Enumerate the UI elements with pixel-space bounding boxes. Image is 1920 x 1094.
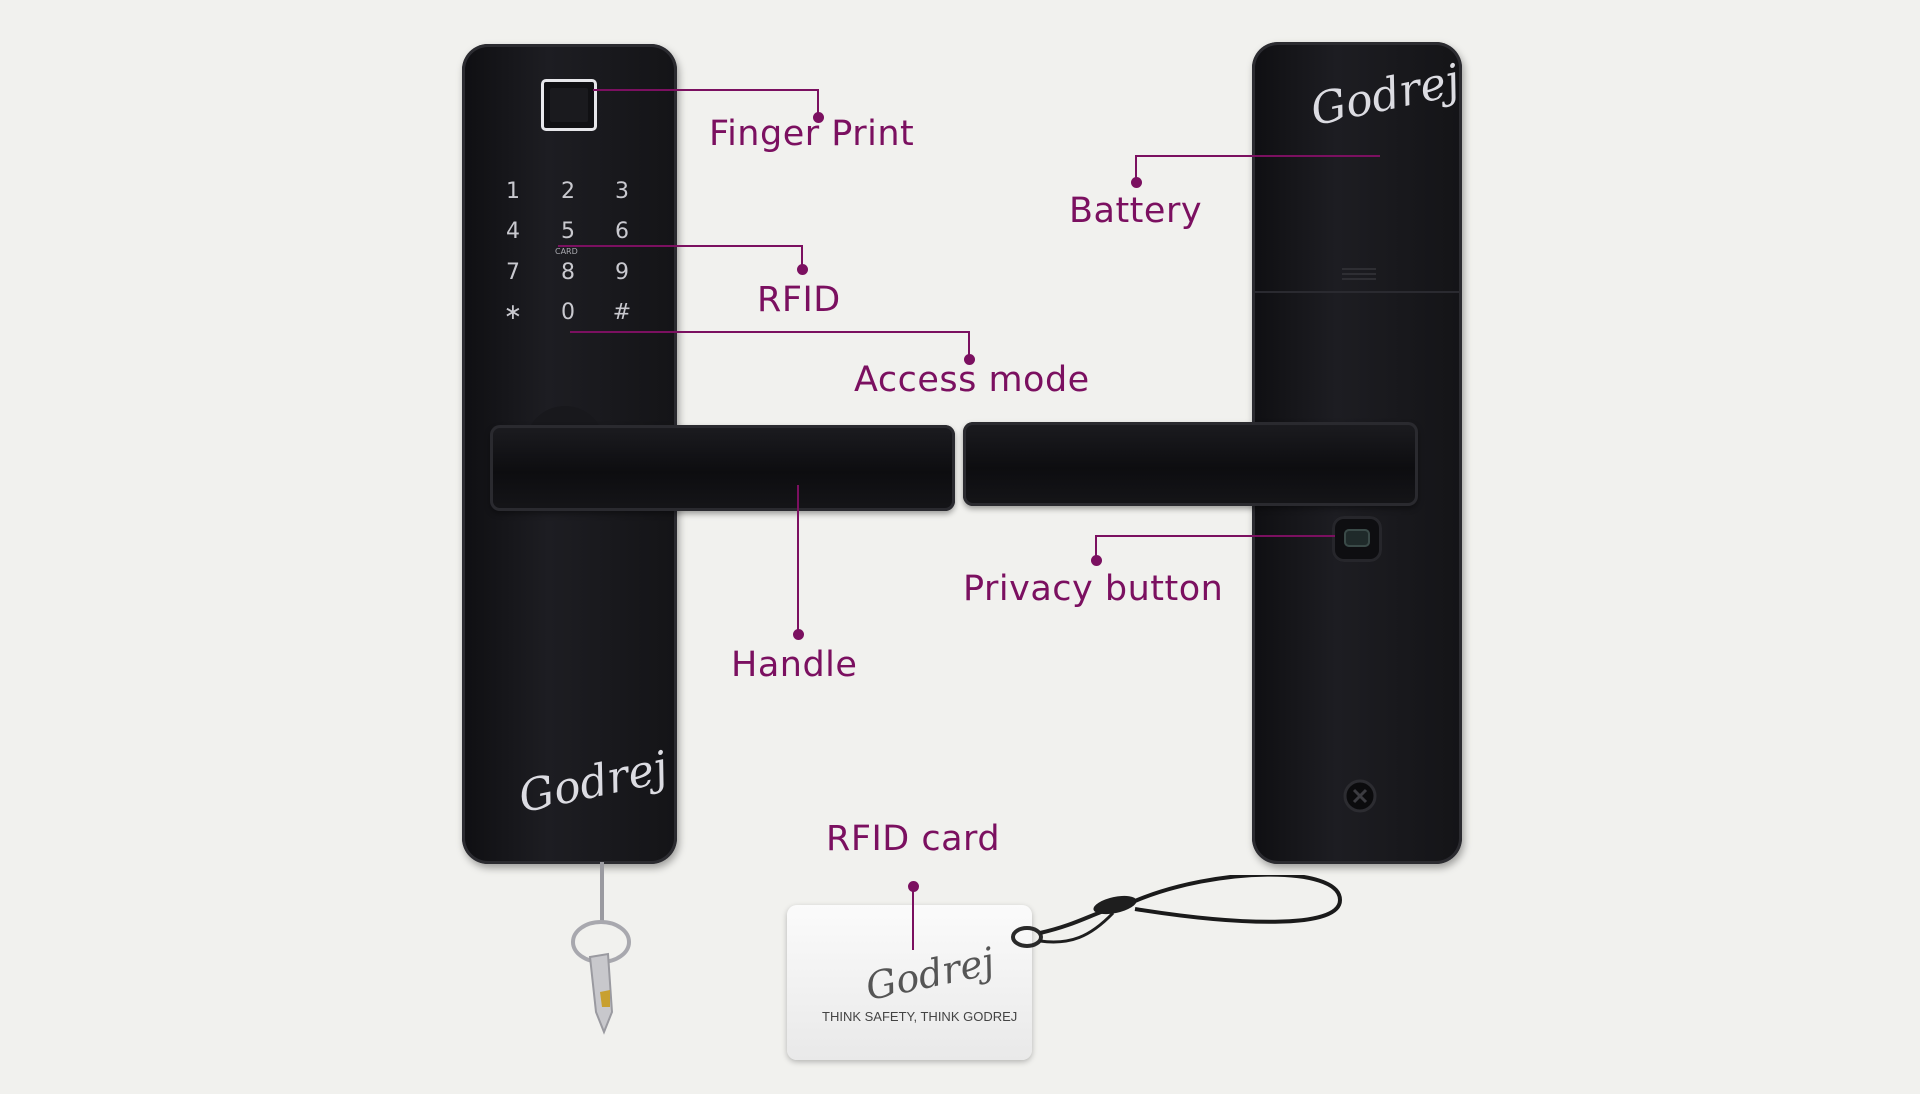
label-privacy-button: Privacy button — [963, 569, 1224, 609]
callout-line-fingerprint — [593, 89, 818, 91]
key-1: 1 — [506, 179, 520, 204]
godrej-logo-card: Godrej — [861, 938, 999, 1010]
callout-dot-fingerprint — [813, 112, 824, 123]
key-7: 7 — [506, 260, 520, 285]
back-handle — [963, 422, 1418, 506]
callout-line-rfid — [558, 245, 802, 247]
label-rfid-card: RFID card — [826, 819, 1001, 859]
key-5: 5 — [561, 219, 575, 244]
label-rfid: RFID — [757, 280, 841, 320]
callout-line-access-mode — [570, 331, 969, 333]
label-access-mode: Access mode — [854, 360, 1090, 400]
key-3: 3 — [615, 179, 629, 204]
key-9: 9 — [615, 260, 629, 285]
key-0: 0 — [561, 300, 575, 325]
front-handle — [490, 425, 955, 511]
keypad-card-label: CARD — [555, 247, 578, 256]
fingerprint-sensor — [541, 79, 597, 131]
privacy-button[interactable] — [1332, 516, 1382, 562]
screw-icon — [1343, 779, 1377, 813]
key-star: ∗ — [503, 300, 523, 325]
battery-cover-grip — [1342, 268, 1376, 282]
card-slogan: THINK SAFETY, THINK GODREJ — [822, 1009, 1018, 1024]
key-6: 6 — [615, 219, 629, 244]
rfid-card: Godrej THINK SAFETY, THINK GODREJ — [787, 905, 1032, 1060]
battery-cover-seam — [1255, 291, 1459, 293]
key-8: 8 — [561, 260, 575, 285]
callout-dot-battery — [1131, 177, 1142, 188]
callout-dot-access-mode — [964, 354, 975, 365]
key-icon — [571, 862, 631, 1035]
key-2: 2 — [561, 179, 575, 204]
callout-line-rfid-card — [912, 886, 914, 950]
callout-line-battery — [1135, 155, 1380, 157]
callout-dot-handle — [793, 629, 804, 640]
label-handle: Handle — [731, 645, 858, 685]
key-hash: # — [612, 300, 632, 325]
callout-line-privacy-button — [1095, 535, 1335, 537]
callout-line-handle — [797, 485, 799, 635]
key-4: 4 — [506, 219, 520, 244]
card-lanyard — [1011, 875, 1343, 948]
label-battery: Battery — [1069, 191, 1203, 231]
label-finger-print: Finger Print — [709, 114, 915, 154]
callout-dot-rfid — [797, 264, 808, 275]
callout-dot-privacy-button — [1091, 555, 1102, 566]
